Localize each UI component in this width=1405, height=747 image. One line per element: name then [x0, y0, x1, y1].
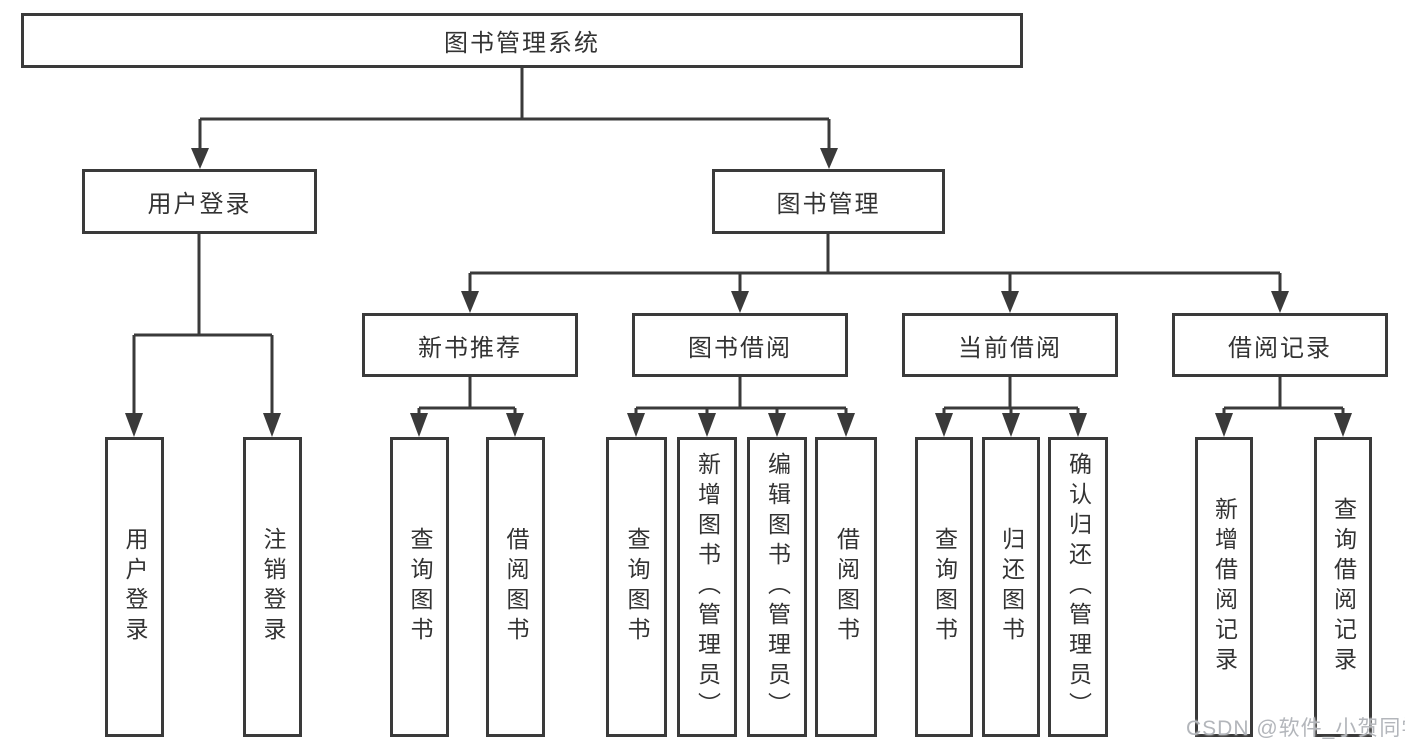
- leaf-borrow-books-recommend: 借阅图书: [486, 437, 545, 737]
- node-label: 当前借阅: [958, 334, 1062, 362]
- leaf-label: 查询借阅记录: [1330, 497, 1357, 677]
- leaf-user-login: 用户登录: [105, 437, 164, 737]
- node-label: 图书管理: [776, 191, 881, 218]
- node-label: 借阅记录: [1228, 334, 1332, 362]
- leaf-label: 查询图书: [624, 527, 650, 647]
- leaf-label: 确认归还（管理员）: [1065, 452, 1092, 722]
- node-book-management: 图书管理: [712, 169, 945, 234]
- leaf-label: 新增图书（管理员）: [694, 452, 721, 722]
- leaf-label: 用户登录: [122, 527, 148, 647]
- node-label: 图书借阅: [688, 334, 792, 362]
- leaf-query-books-current: 查询图书: [915, 437, 973, 737]
- leaf-label: 归还图书: [998, 527, 1025, 647]
- leaf-add-borrow-record: 新增借阅记录: [1195, 437, 1253, 737]
- node-book-borrowing: 图书借阅: [632, 313, 848, 377]
- leaf-logout: 注销登录: [243, 437, 302, 737]
- leaf-label: 借阅图书: [503, 527, 529, 647]
- leaf-borrow-books: 借阅图书: [815, 437, 877, 737]
- leaf-label: 编辑图书（管理员）: [764, 452, 791, 722]
- node-label: 用户登录: [147, 191, 252, 218]
- node-label: 图书管理系统: [444, 30, 600, 57]
- leaf-query-borrow-record: 查询借阅记录: [1314, 437, 1372, 737]
- node-label: 新书推荐: [418, 334, 522, 362]
- node-borrowing-records: 借阅记录: [1172, 313, 1388, 377]
- leaf-label: 借阅图书: [833, 527, 860, 647]
- leaf-query-books-recommend: 查询图书: [390, 437, 449, 737]
- leaf-label: 新增借阅记录: [1211, 497, 1238, 677]
- node-current-borrowing: 当前借阅: [902, 313, 1118, 377]
- leaf-confirm-return-admin: 确认归还（管理员）: [1048, 437, 1108, 737]
- leaf-query-books-borrowing: 查询图书: [606, 437, 667, 737]
- leaf-label: 查询图书: [931, 527, 958, 647]
- node-user-login: 用户登录: [82, 169, 317, 234]
- watermark: CSDN @软件_小贺同学: [1186, 717, 1405, 740]
- leaf-label: 查询图书: [407, 527, 433, 647]
- leaf-add-books-admin: 新增图书（管理员）: [677, 437, 737, 737]
- leaf-edit-books-admin: 编辑图书（管理员）: [747, 437, 807, 737]
- leaf-label: 注销登录: [260, 527, 286, 647]
- node-new-book-recommendation: 新书推荐: [362, 313, 578, 377]
- node-library-management-system: 图书管理系统: [21, 13, 1023, 68]
- leaf-return-books: 归还图书: [982, 437, 1040, 737]
